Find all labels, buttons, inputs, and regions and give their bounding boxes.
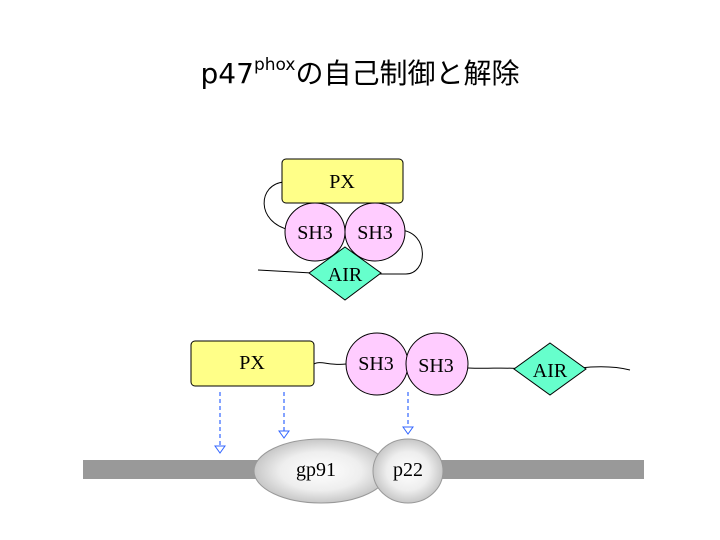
linker-n-terminal-tail — [257, 269, 313, 274]
autoinhibited-conformation: PX AIR SH3 SH3 — [257, 158, 423, 301]
px-to-gp91-arrow — [278, 392, 290, 439]
title-main: p47 — [200, 57, 254, 90]
px-domain — [190, 340, 315, 387]
sh3-right-label: SH3 — [418, 355, 454, 377]
air-domain — [308, 246, 382, 301]
sh3-domain-right — [344, 202, 406, 262]
gp91-label: gp91 — [296, 459, 336, 481]
sh3-right-label: SH3 — [357, 222, 393, 244]
px-domain-label: PX — [329, 171, 355, 193]
title-suffix: の自己制御と解除 — [295, 57, 520, 90]
p22-subunit — [372, 438, 444, 504]
title-superscript: phox — [253, 55, 296, 75]
sh3-left-label: SH3 — [358, 353, 394, 375]
membrane-complex: gp91 p22 — [83, 438, 644, 504]
px-domain — [281, 158, 404, 204]
linker-px-to-sh3-extended — [313, 362, 347, 365]
linker-sh3-to-air-loop — [372, 229, 423, 275]
p22-label: p22 — [393, 459, 423, 481]
air-domain-label: AIR — [328, 264, 363, 286]
slide-title: p47phoxの自己制御と解除 — [0, 52, 720, 92]
linker-px-to-sh3 — [263, 181, 291, 231]
px-domain-label: PX — [239, 352, 265, 374]
sh3-to-p22-arrow — [402, 392, 414, 435]
sh3-domain-right — [405, 332, 469, 396]
linker-c-terminal-tail — [579, 366, 631, 371]
activated-conformation: PX SH3 SH3 AIR — [190, 332, 631, 396]
interaction-arrows — [214, 392, 414, 454]
px-to-membrane-arrow — [214, 392, 226, 454]
sh3-left-label: SH3 — [297, 222, 333, 244]
air-domain-label: AIR — [533, 360, 568, 382]
air-domain — [513, 342, 587, 396]
